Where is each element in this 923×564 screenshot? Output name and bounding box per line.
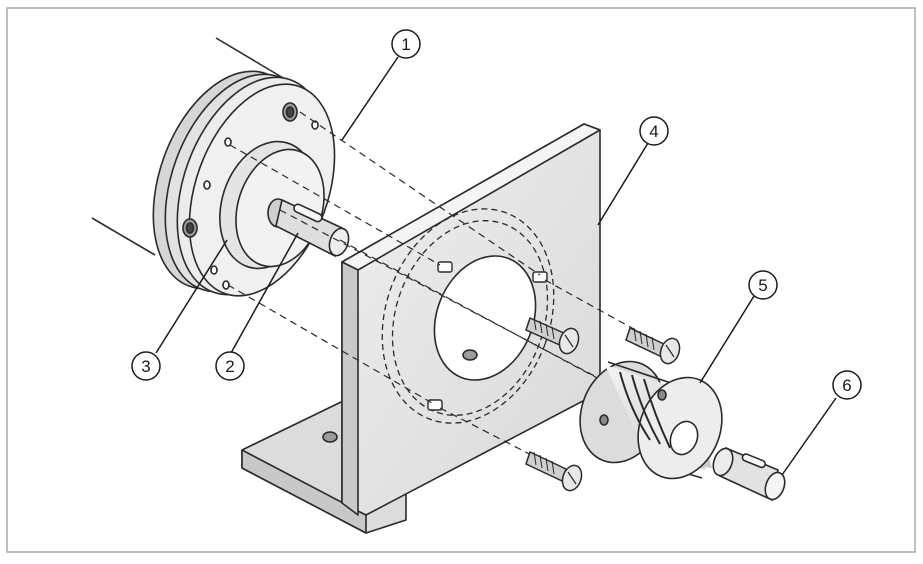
callout-3: 3 bbox=[131, 351, 161, 381]
motor-shaft bbox=[267, 198, 350, 258]
screw-lower bbox=[525, 450, 583, 492]
callout-4-label: 4 bbox=[649, 122, 658, 141]
screw-upper-mid bbox=[525, 316, 580, 355]
callout-4: 4 bbox=[639, 116, 669, 146]
callout-6-label: 6 bbox=[842, 376, 851, 395]
shaft-key bbox=[712, 446, 786, 502]
callout-2-label: 2 bbox=[225, 357, 234, 376]
shaft-coupling bbox=[579, 360, 723, 480]
callout-1-label: 1 bbox=[401, 35, 410, 54]
callout-3-label: 3 bbox=[141, 357, 150, 376]
leader-lines bbox=[155, 56, 837, 476]
callout-2: 2 bbox=[215, 351, 245, 381]
assembly-guide-lines bbox=[227, 111, 721, 463]
callout-1: 1 bbox=[391, 29, 421, 59]
callout-5-label: 5 bbox=[758, 276, 767, 295]
screw-upper-right bbox=[625, 326, 681, 365]
callout-5: 5 bbox=[748, 270, 778, 300]
flange-outline-dashed bbox=[381, 208, 555, 424]
angle-bracket bbox=[241, 123, 601, 534]
callout-6: 6 bbox=[832, 370, 862, 400]
